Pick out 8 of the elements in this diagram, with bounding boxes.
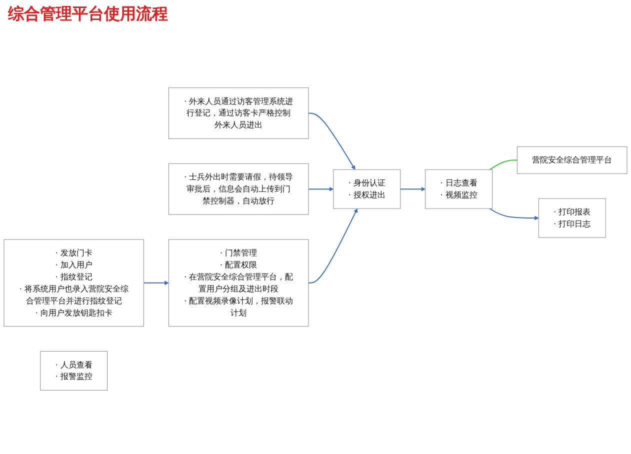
arrow: [308, 208, 358, 284]
arrow: [308, 112, 356, 170]
connector: [489, 160, 518, 170]
diagram-title: 综合管理平台使用流程: [6, 3, 169, 25]
arrow: [308, 186, 334, 192]
arrow: [143, 280, 169, 286]
arrow: [489, 208, 539, 220]
arrow: [400, 186, 426, 192]
